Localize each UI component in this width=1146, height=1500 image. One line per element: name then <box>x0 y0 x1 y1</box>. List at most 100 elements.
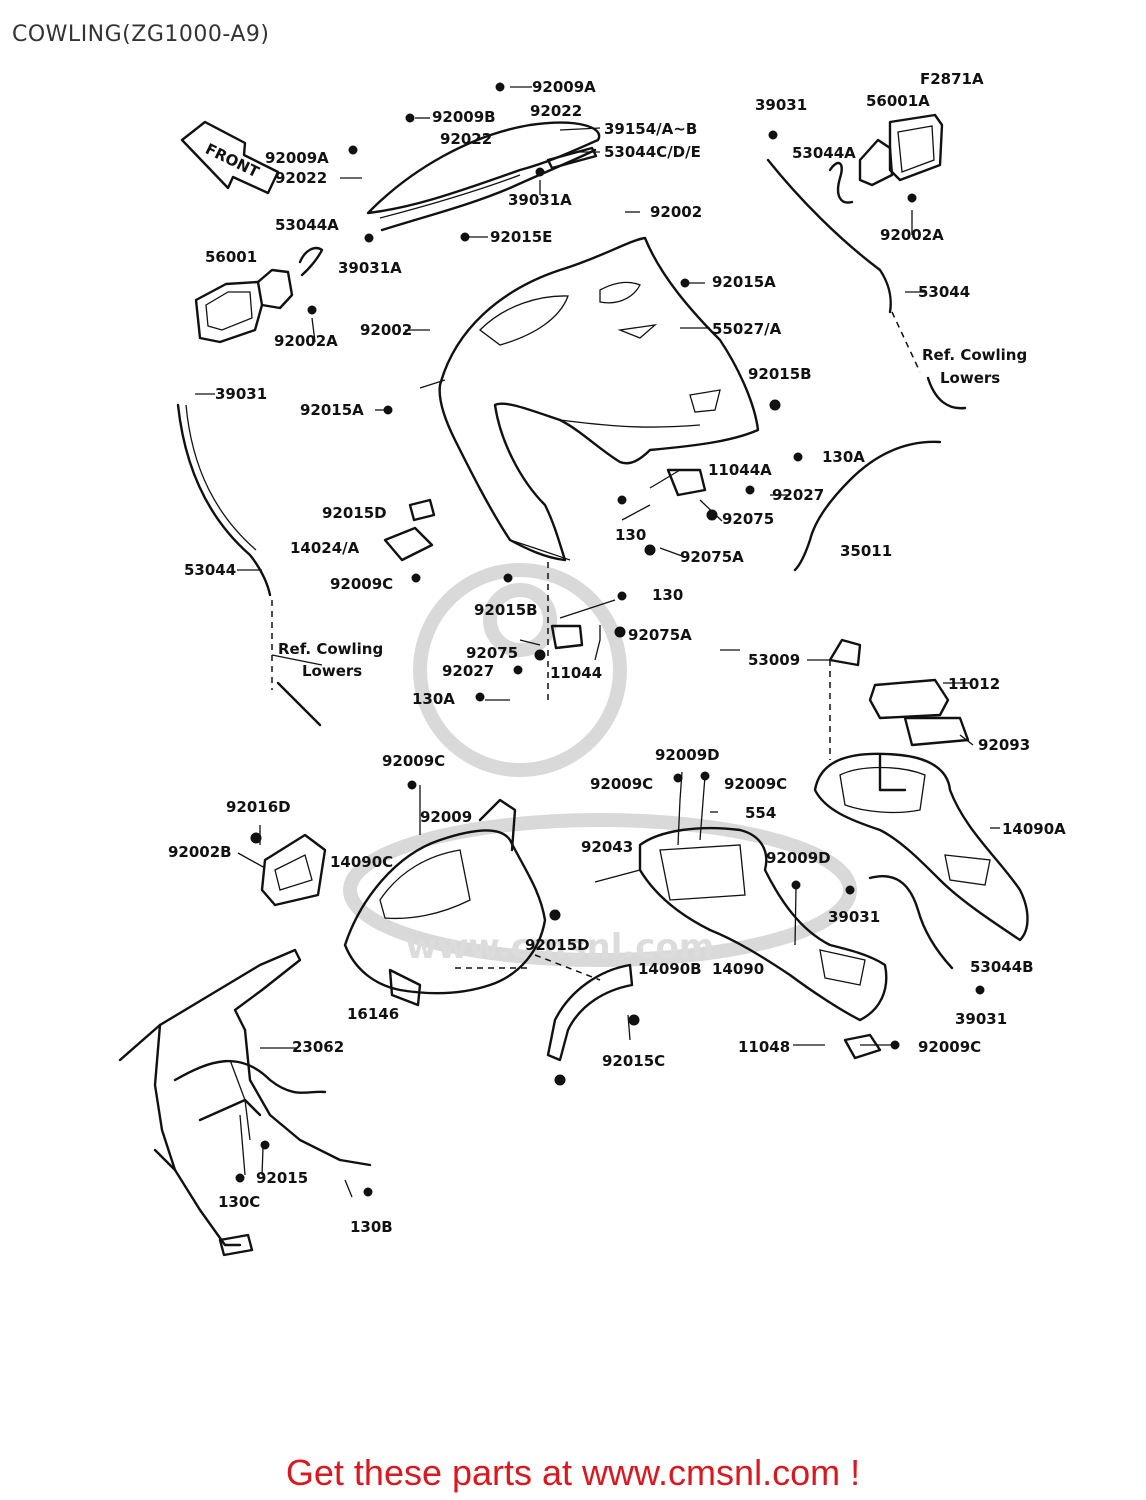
part-label: 53044B <box>970 958 1034 976</box>
part-label: Lowers <box>940 369 1000 387</box>
footer-link-text[interactable]: Get these parts at www.cmsnl.com ! <box>285 1452 861 1493</box>
part-label: 92009C <box>724 775 787 793</box>
part-label: 92002A <box>274 332 338 350</box>
part-label: 92015B <box>474 601 538 619</box>
leader-lines <box>195 86 1000 1198</box>
hose-53044b <box>868 875 954 970</box>
left-mirror-part <box>194 246 324 344</box>
part-label: 92009 <box>420 808 472 826</box>
part-label: 39031 <box>215 385 267 403</box>
figure-id: F2871A <box>920 70 984 88</box>
inner-panel-14090a <box>813 638 1029 942</box>
part-label: 92015A <box>712 273 776 291</box>
part-label: 39031A <box>338 259 402 277</box>
part-label: 554 <box>745 804 776 822</box>
part-label: 92075 <box>722 510 774 528</box>
part-label: Ref. Cowling <box>278 640 383 658</box>
part-label: 92009B <box>432 108 496 126</box>
front-arrow-sign: FRONT <box>180 120 280 195</box>
part-label: 11044 <box>550 664 602 682</box>
part-label: Ref. Cowling <box>922 346 1027 364</box>
part-label: 92075A <box>628 626 692 644</box>
part-label: 92002B <box>168 843 232 861</box>
part-label: 130 <box>652 586 683 604</box>
inner-panel-14090c <box>260 798 547 1007</box>
part-label: 35011 <box>840 542 892 560</box>
part-label: 39154/A~B <box>604 120 697 138</box>
part-label: 92015D <box>322 504 387 522</box>
part-label: 92009D <box>655 746 720 764</box>
part-label: 53009 <box>748 651 800 669</box>
part-label: 11048 <box>738 1038 790 1056</box>
part-label: 56001 <box>205 248 257 266</box>
part-label: 53044 <box>918 283 970 301</box>
part-label: 39031A <box>508 191 572 209</box>
frame-23062 <box>118 948 372 1257</box>
part-label: 92016D <box>226 798 291 816</box>
part-label: 11044A <box>708 461 772 479</box>
part-label: 39031 <box>828 908 880 926</box>
part-label: 92027 <box>772 486 824 504</box>
cable-part <box>793 440 942 572</box>
page-title: COWLING(ZG1000-A9) <box>12 22 270 47</box>
trim-14090b <box>546 963 634 1062</box>
part-label: 92015D <box>525 936 590 954</box>
part-label: 92002 <box>360 321 412 339</box>
part-label: 92009C <box>918 1038 981 1056</box>
watermark-text: www.cmsnl.com <box>406 927 715 967</box>
part-label: 92009C <box>330 575 393 593</box>
part-label: 92009C <box>590 775 653 793</box>
part-label: 39031 <box>955 1010 1007 1028</box>
upper-cowling-part <box>438 236 760 562</box>
inner-panel-14090 <box>638 826 888 1060</box>
part-label: 53044A <box>792 144 856 162</box>
part-label: 14090B <box>638 960 702 978</box>
part-label: 92015A <box>300 401 364 419</box>
part-label: 14090 <box>712 960 764 978</box>
part-label: 92002A <box>880 226 944 244</box>
part-label: 92009C <box>382 752 445 770</box>
part-label: 56001A <box>866 92 930 110</box>
part-label: 11012 <box>948 675 1000 693</box>
part-label: 92043 <box>581 838 633 856</box>
part-label: 92015C <box>602 1052 665 1070</box>
part-label: 92015E <box>490 228 552 246</box>
part-label: 92093 <box>978 736 1030 754</box>
part-label: 92075 <box>466 644 518 662</box>
part-label: 92075A <box>680 548 744 566</box>
bracket-11044 <box>550 468 707 650</box>
part-label: 92009A <box>532 78 596 96</box>
part-label: 130 <box>615 526 646 544</box>
part-label: 130A <box>412 690 455 708</box>
part-label: Lowers <box>302 662 362 680</box>
front-label: FRONT <box>202 140 262 182</box>
part-label: 92002 <box>650 203 702 221</box>
part-label: 14090A <box>1002 820 1066 838</box>
fastener-marks <box>235 82 985 1197</box>
part-label: 130A <box>822 448 865 466</box>
part-label: 92015 <box>256 1169 308 1187</box>
part-label: 92009D <box>766 849 831 867</box>
part-label: 92022 <box>275 169 327 187</box>
part-label: 14024/A <box>290 539 360 557</box>
part-label: 16146 <box>347 1005 399 1023</box>
part-label: 92022 <box>440 130 492 148</box>
cowling-seals <box>176 158 967 727</box>
part-label: 53044C/D/E <box>604 143 701 161</box>
part-label: 92022 <box>530 102 582 120</box>
part-label: 92027 <box>442 662 494 680</box>
part-label: 130C <box>218 1193 260 1211</box>
part-label: 23062 <box>292 1038 344 1056</box>
windshield-part <box>366 121 601 232</box>
part-labels: 92009A 92009B 92022 92022 39154/A~B 9200… <box>168 70 1066 1236</box>
part-label: 53044A <box>275 216 339 234</box>
part-label: 53044 <box>184 561 236 579</box>
part-label: 55027/A <box>712 320 782 338</box>
right-mirror-part <box>828 113 944 204</box>
part-label: 39031 <box>755 96 807 114</box>
part-label: 92009A <box>265 149 329 167</box>
part-label: 14090C <box>330 853 393 871</box>
part-label: 92015B <box>748 365 812 383</box>
